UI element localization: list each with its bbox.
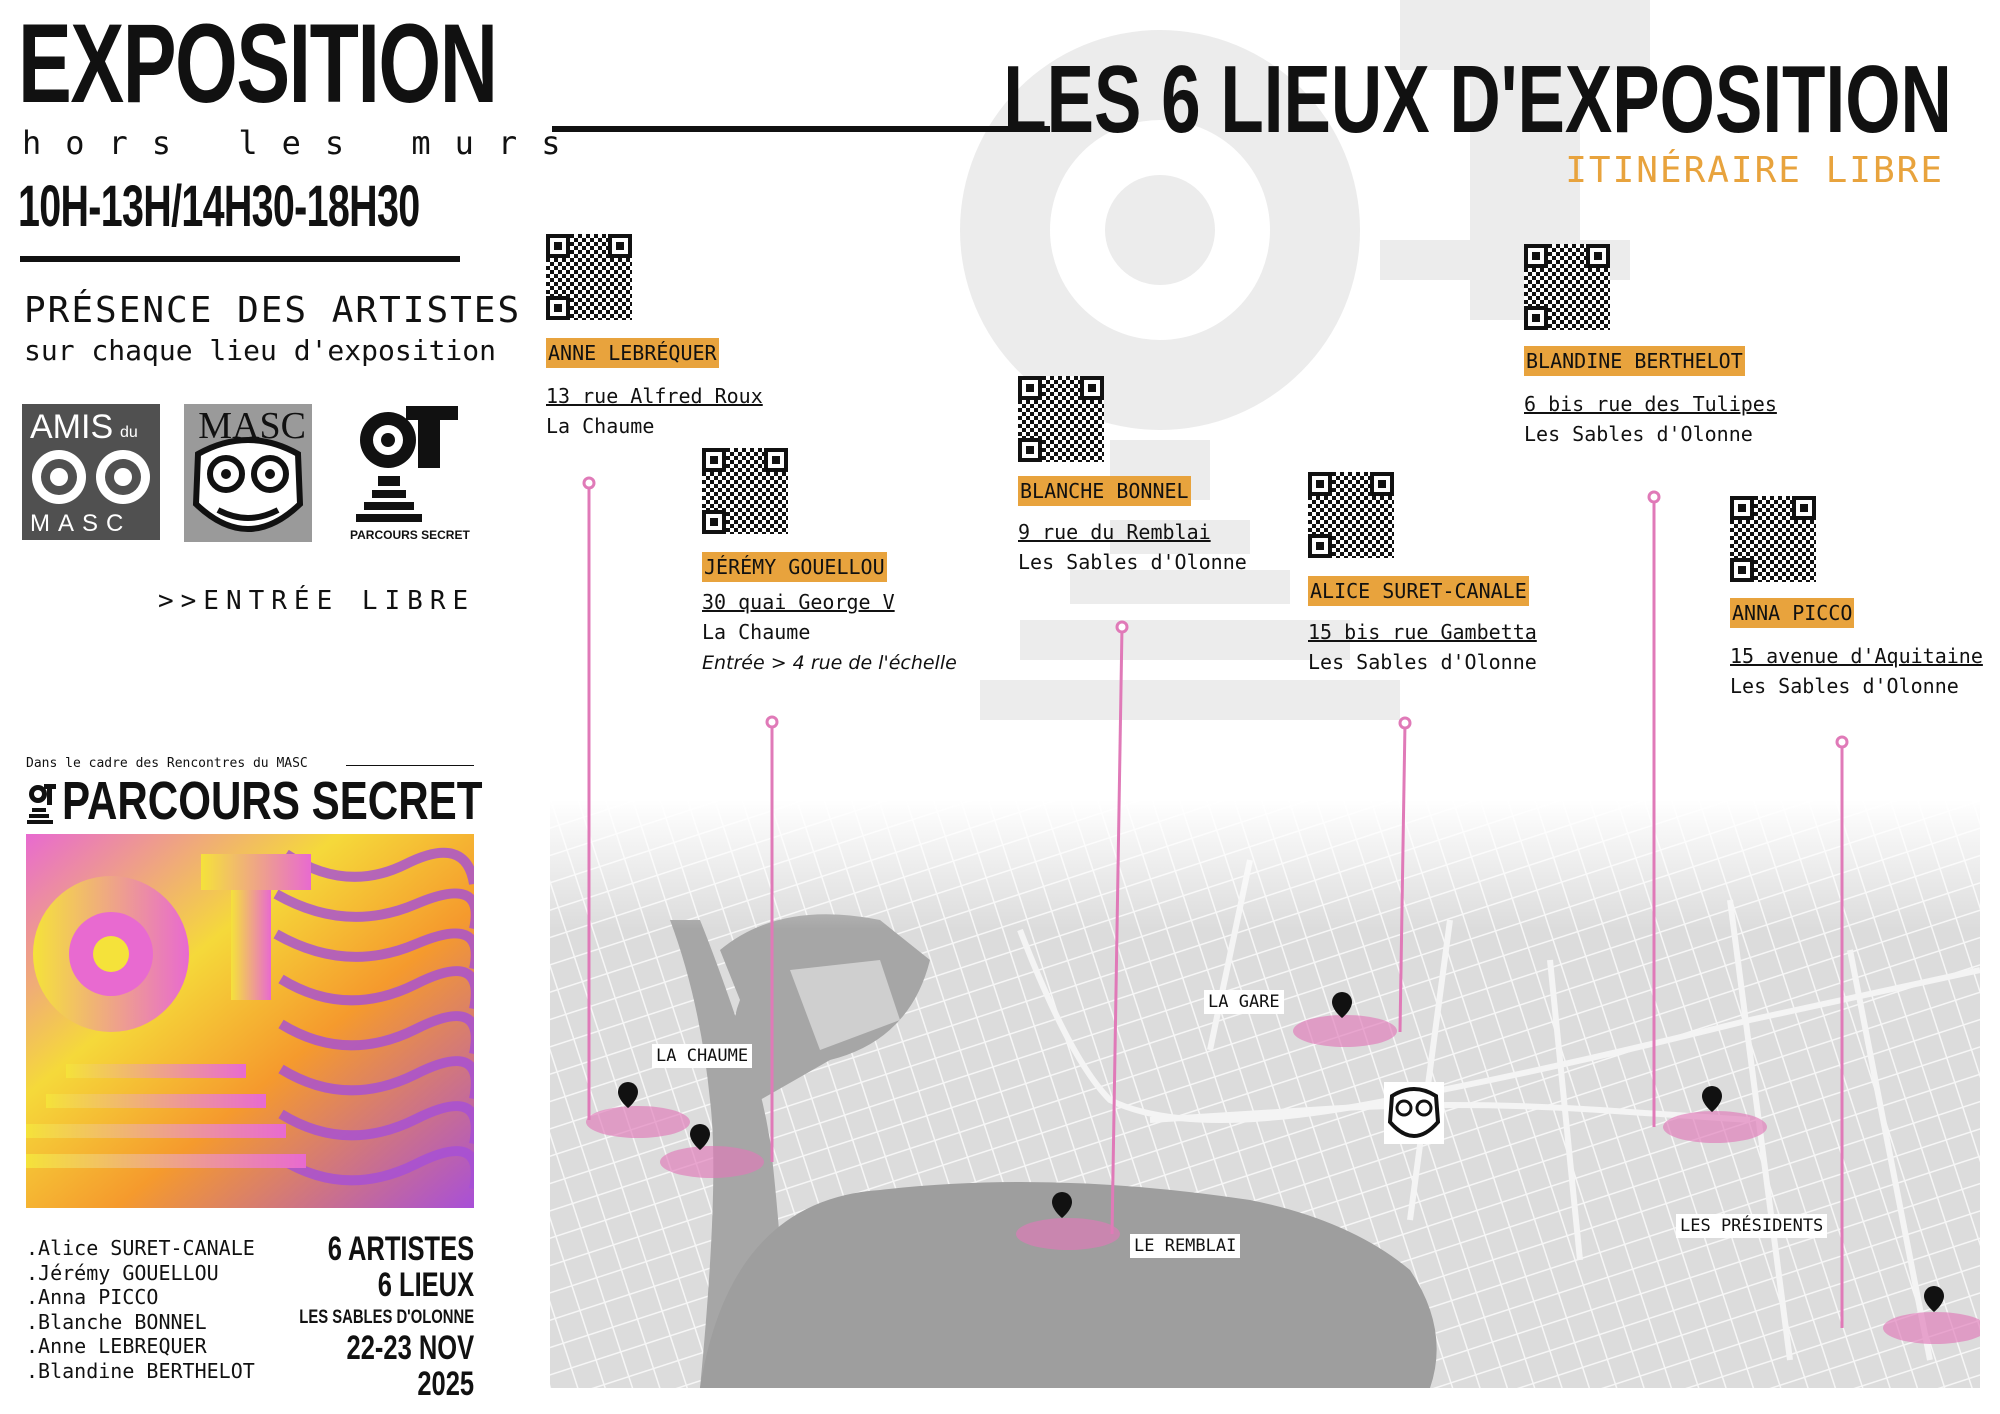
venue-city: Les Sables d'Olonne — [1018, 550, 1247, 574]
venue-entrance-note: Entrée > 4 rue de l'échelle — [702, 652, 957, 674]
itineraire-libre: ITINÉRAIRE LIBRE — [1565, 150, 1944, 191]
artist-item: .Anne LEBREQUER — [26, 1334, 207, 1358]
summary-artists: 6 ARTISTES — [327, 1230, 474, 1268]
presence-subheading: sur chaque lieu d'exposition — [24, 334, 497, 367]
qr-code-icon[interactable] — [702, 448, 788, 534]
qr-code-icon[interactable] — [546, 234, 632, 320]
mask-icon — [192, 437, 304, 532]
logo-amis-text: AMIS — [30, 408, 114, 446]
cadre-line — [346, 765, 474, 766]
venue-city: La Chaume — [702, 620, 811, 644]
eyes-icon — [32, 450, 150, 504]
map-label-la-gare: LA GARE — [1204, 990, 1284, 1014]
venue-address[interactable]: 9 rue du Remblai — [1018, 520, 1211, 544]
exposition-subtitle: hors les murs — [22, 124, 585, 162]
header-rule — [552, 126, 1050, 132]
map-label-la-chaume: LA CHAUME — [652, 1044, 753, 1068]
logo-du-text: du — [120, 424, 138, 441]
summary-year: 2025 — [417, 1365, 474, 1404]
amis-du-masc-logo: AMIS du MASC — [22, 404, 160, 540]
venue-name: BLANDINE BERTHELOT — [1524, 346, 1745, 376]
parcours-logo-text: PARCOURS SECRET — [350, 528, 470, 542]
opening-hours: 10H-13H/14H30-18H30 — [18, 174, 420, 239]
cadre-text: Dans le cadre des Rencontres du MASC — [26, 756, 308, 771]
venue-name: JÉRÉMY GOUELLOU — [702, 552, 887, 582]
venue-name: BLANCHE BONNEL — [1018, 476, 1191, 506]
venue-address[interactable]: 15 avenue d'Aquitaine — [1730, 644, 1983, 668]
artist-item: .Blandine BERTHELOT — [26, 1358, 255, 1383]
city-map — [550, 800, 1980, 1388]
qr-code-icon[interactable] — [1730, 496, 1816, 582]
map-label-les-presidents: LES PRÉSIDENTS — [1676, 1214, 1828, 1238]
page-title: LES 6 LIEUX D'EXPOSITION — [1003, 46, 1952, 153]
artist-item: .Jérémy GOUELLOU — [26, 1260, 219, 1285]
venue-address[interactable]: 6 bis rue des Tulipes — [1524, 392, 1777, 416]
artists-list: .Alice SURET-CANALE .Jérémy GOUELLOU .An… — [26, 1236, 255, 1383]
venue-city: Les Sables d'Olonne — [1730, 674, 1959, 698]
artist-item: .Anna PICCO — [26, 1285, 159, 1309]
summary-city: LES SABLES D'OLONNE — [299, 1307, 474, 1329]
masc-map-marker — [1384, 1082, 1444, 1144]
logo-masc-text: MASC — [30, 510, 132, 537]
divider — [20, 256, 460, 262]
map-label-le-remblai: LE REMBLAI — [1130, 1234, 1241, 1258]
summary-lieux: 6 LIEUX — [377, 1265, 474, 1304]
venue-address[interactable]: 30 quai George V — [702, 590, 895, 614]
parcours-small-icon — [26, 782, 56, 829]
entree-libre: >>ENTRÉE LIBRE — [158, 586, 476, 616]
venue-name: ANNA PICCO — [1730, 598, 1855, 628]
artist-item: .Alice SURET-CANALE — [26, 1236, 255, 1260]
venue-city: La Chaume — [546, 414, 655, 438]
masc-logo: MASC — [184, 404, 312, 542]
venue-city: Les Sables d'Olonne — [1524, 422, 1753, 446]
summary-dates: 22-23 NOV — [346, 1329, 474, 1368]
venue-name: ANNE LEBRÉQUER — [546, 338, 719, 368]
parcours-secret-title: PARCOURS SECRET — [62, 771, 483, 831]
presence-heading: PRÉSENCE DES ARTISTES — [24, 290, 522, 331]
qr-code-icon[interactable] — [1308, 472, 1394, 558]
venue-address[interactable]: 13 rue Alfred Roux — [546, 384, 763, 408]
exposition-title: EXPOSITION — [18, 1, 498, 126]
venue-city: Les Sables d'Olonne — [1308, 650, 1537, 674]
parcours-secret-logo: PARCOURS SECRET — [350, 404, 470, 546]
venue-name: ALICE SURET-CANALE — [1308, 576, 1529, 606]
artist-item: .Blanche BONNEL — [26, 1309, 207, 1334]
pillar-icon — [356, 406, 458, 522]
event-summary: 6 ARTISTES 6 LIEUX LES SABLES D'OLONNE 2… — [250, 1230, 474, 1404]
qr-code-icon[interactable] — [1524, 244, 1610, 330]
parcours-secret-poster — [26, 834, 474, 1208]
qr-code-icon[interactable] — [1018, 376, 1104, 462]
venue-address[interactable]: 15 bis rue Gambetta — [1308, 620, 1537, 644]
